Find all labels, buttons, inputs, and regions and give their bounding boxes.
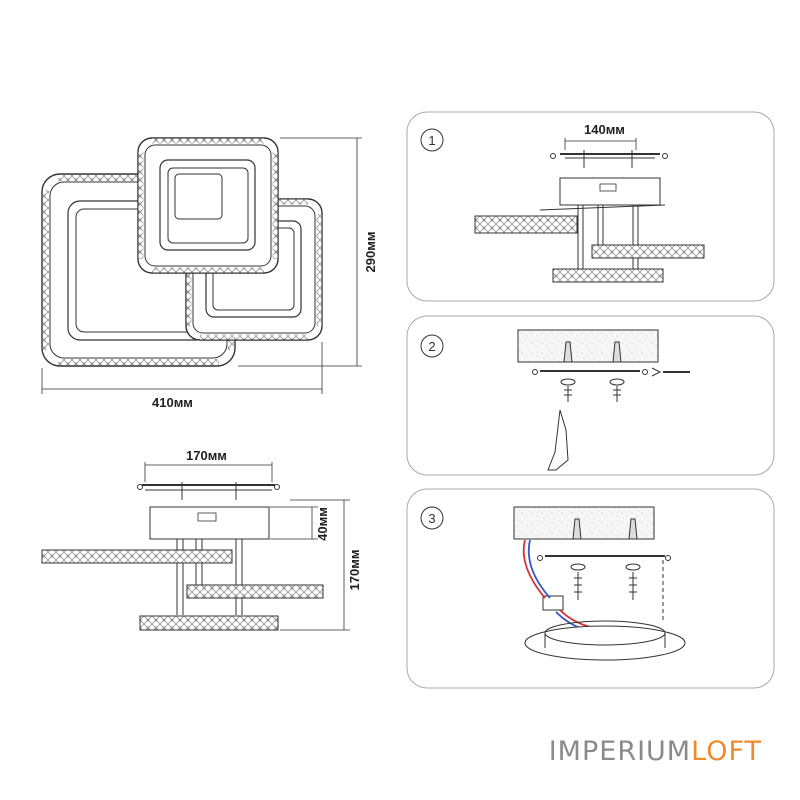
step-2-panel bbox=[406, 315, 775, 476]
step-1-illustration bbox=[474, 138, 705, 283]
label-height-290: 290мм bbox=[363, 232, 378, 273]
ring-small bbox=[137, 137, 279, 274]
dimension-canopy-height bbox=[270, 506, 318, 540]
label-width-410: 410мм bbox=[152, 395, 193, 410]
step-number-2: 2 bbox=[428, 339, 435, 354]
dimension-total-height bbox=[280, 499, 350, 631]
hand-with-screwdriver bbox=[547, 409, 569, 471]
dimension-plate-width bbox=[144, 462, 273, 482]
label-plate-width-170: 170мм bbox=[186, 448, 227, 463]
step-2-illustration bbox=[517, 329, 690, 471]
brand-logo: IMPERIUMLOFT bbox=[549, 736, 762, 767]
canopy-base bbox=[524, 625, 686, 661]
label-canopy-height-40: 40мм bbox=[315, 507, 330, 541]
dimension-height bbox=[238, 137, 362, 367]
label-step1-width-140: 140мм bbox=[584, 122, 625, 137]
step-number-3: 3 bbox=[428, 511, 435, 526]
brand-logo-part1: IMPERIUM bbox=[549, 736, 691, 767]
label-total-height-170: 170мм bbox=[347, 550, 362, 591]
terminal-block bbox=[542, 595, 564, 611]
side-view bbox=[41, 462, 350, 631]
brand-logo-part2: LOFT bbox=[691, 736, 762, 767]
dimension-width bbox=[41, 342, 323, 394]
step-number-circles bbox=[420, 128, 444, 530]
step-3-illustration bbox=[513, 506, 686, 661]
step-3-panel bbox=[406, 488, 775, 689]
step-1-panel bbox=[406, 111, 775, 302]
dimension-step1-width bbox=[564, 138, 637, 150]
step-panels bbox=[406, 111, 775, 689]
step-number-1: 1 bbox=[428, 133, 435, 148]
top-view bbox=[41, 137, 362, 394]
ceiling-block bbox=[517, 329, 659, 363]
